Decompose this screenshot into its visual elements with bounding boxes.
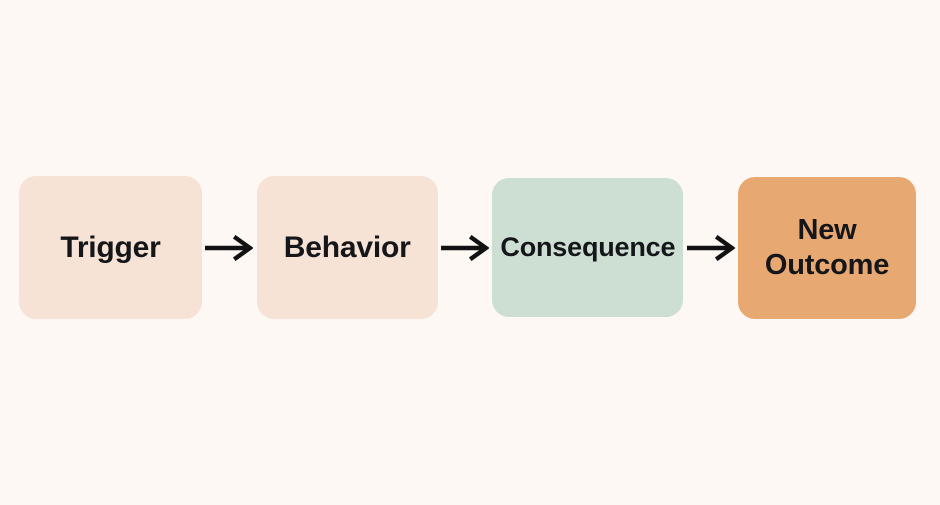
flow-node-new-outcome-label: New Outcome [764,214,890,281]
arrow-right-icon [686,234,735,261]
connector-gap-3 [683,176,738,319]
flow-node-consequence[interactable]: Consequence [492,178,684,317]
flow-node-trigger-label: Trigger [60,230,161,264]
connector-gap-2 [438,176,493,319]
connector-gap-1 [202,176,257,319]
arrow-right-icon [205,234,254,261]
flow-node-consequence-label: Consequence [500,231,676,262]
flow-sequence: Trigger Behavior Consequence [0,176,940,319]
arrow-right-icon [441,234,489,261]
right-spacer [916,247,940,248]
flow-node-new-outcome[interactable]: New Outcome [738,176,917,319]
flow-node-behavior[interactable]: Behavior [256,176,438,319]
flow-node-trigger[interactable]: Trigger [19,176,202,319]
flow-node-behavior-label: Behavior [283,230,411,264]
